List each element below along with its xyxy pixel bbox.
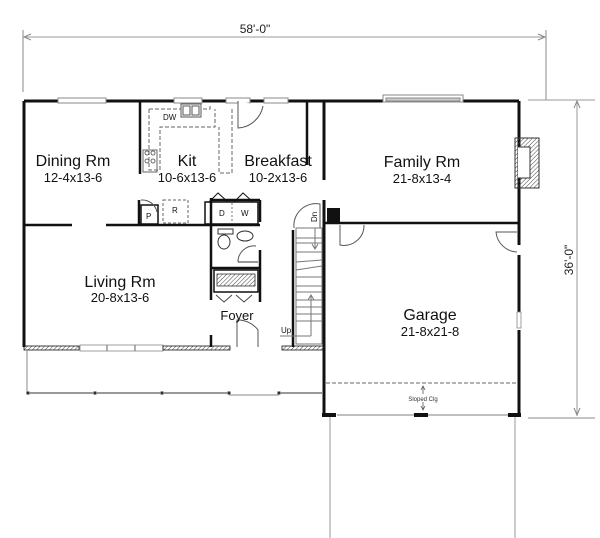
coat-closet xyxy=(213,269,259,303)
staircase xyxy=(280,203,323,345)
stair-down-label: Dn xyxy=(310,212,319,222)
living-room-dims: 20-8x13-6 xyxy=(91,290,150,305)
exterior-walls xyxy=(22,99,521,416)
room-labels: Dining Rm 12-4x13-6 Kit 10-6x13-6 Breakf… xyxy=(36,153,461,339)
range-icon xyxy=(144,150,156,164)
refrigerator xyxy=(162,199,189,224)
front-wall xyxy=(23,344,325,352)
chimney-block xyxy=(327,208,340,223)
sink-icon xyxy=(180,103,202,118)
dryer-label: D xyxy=(219,209,225,218)
windows-top xyxy=(57,94,464,104)
family-room-dims: 21-8x13-4 xyxy=(393,171,452,186)
depth-dimension-label: 36'-0" xyxy=(562,245,576,276)
kitchen-dims: 10-6x13-6 xyxy=(158,170,217,185)
kitchen-name: Kit xyxy=(178,153,197,170)
rear-door-swing xyxy=(237,101,264,129)
breakfast-dims: 10-2x13-6 xyxy=(249,170,308,185)
laundry-area xyxy=(204,192,259,225)
interior-walls xyxy=(24,101,519,347)
front-porch xyxy=(26,350,322,396)
breakfast-name: Breakfast xyxy=(244,153,312,170)
sloped-ceiling-label: Sloped Clg xyxy=(408,397,437,403)
width-dimension: 58'-0" xyxy=(22,22,547,100)
washer-label: W xyxy=(241,209,249,218)
dishwasher-label: DW xyxy=(163,113,177,122)
pantry-area xyxy=(140,199,159,225)
garage-interior: Sloped Clg xyxy=(322,224,522,538)
living-room-name: Living Rm xyxy=(84,274,155,291)
pantry-label: P xyxy=(146,212,151,221)
refrigerator-label: R xyxy=(172,206,178,215)
front-door-swing xyxy=(236,319,259,347)
garage-name: Garage xyxy=(403,307,456,324)
family-room-name: Family Rm xyxy=(384,154,460,171)
dining-room-name: Dining Rm xyxy=(36,153,111,170)
dining-room-dims: 12-4x13-6 xyxy=(44,170,103,185)
powder-room-fixtures xyxy=(217,228,258,263)
width-dimension-label: 58'-0" xyxy=(240,22,271,36)
stair-up-label: Up xyxy=(281,326,292,335)
foyer-name: Foyer xyxy=(220,308,254,323)
depth-dimension: 36'-0" xyxy=(528,99,595,419)
fireplace xyxy=(514,137,540,189)
garage-dims: 21-8x21-8 xyxy=(401,324,460,339)
